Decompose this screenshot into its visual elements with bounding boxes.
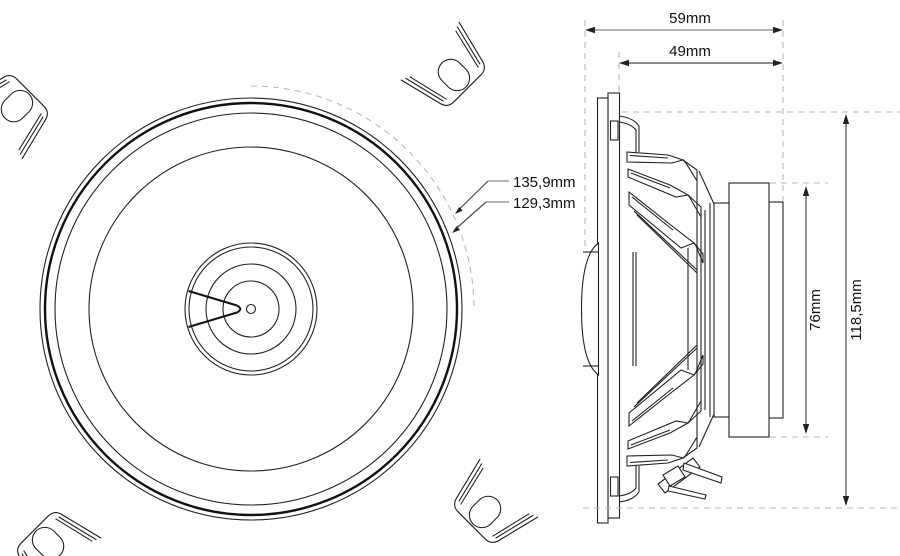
mounting-tab-top-right (0, 75, 48, 160)
magnet-rear-plate (768, 201, 784, 419)
spade-terminal (682, 462, 723, 484)
dimension-diameter-rim: 129,3mm (452, 195, 576, 233)
rim-outer-circle (39, 97, 463, 521)
overall-diameter-dashed-arc (250, 85, 475, 310)
dimension-depth-mounting: 49mm (619, 43, 783, 67)
mounting-tab-bottom-left (454, 458, 539, 543)
center-wedge-pointer (188, 290, 242, 328)
dimension-diameter-outer: 135,9mm (455, 174, 576, 214)
dimension-height-total: 118,5mm (842, 114, 865, 506)
dim-label-76mm: 76mm (807, 289, 824, 331)
surround-bulge (580, 241, 600, 377)
magnet-front-plate (713, 202, 730, 418)
dim-label-49mm: 49mm (669, 43, 711, 60)
dust-cap (184, 242, 318, 376)
dim-label-59mm: 59mm (669, 10, 711, 27)
flange-front-gasket (596, 97, 609, 524)
front-view (0, 21, 539, 556)
dim-label-118-5mm: 118,5mm (848, 279, 865, 340)
dim-label-129-3mm: 129,3mm (513, 195, 576, 212)
basket-upper-half (618, 115, 715, 309)
flange-clip-bottom (609, 476, 619, 497)
side-view (580, 92, 784, 524)
dimension-height-magnet: 76mm (802, 186, 824, 434)
terminal-pin (667, 485, 707, 500)
mounting-tab-bottom-right (400, 21, 485, 106)
screw-hole (468, 495, 502, 529)
surround-inner-circle (88, 146, 414, 472)
reference-lines (583, 20, 900, 509)
terminal-assembly (657, 457, 723, 500)
screw-hole (0, 89, 34, 123)
center-hole (245, 303, 257, 315)
magnet-ring (728, 182, 770, 438)
rim-heavy-circle (43, 101, 459, 517)
mounting-tab-top-left (17, 512, 102, 556)
dimension-depth-total: 59mm (585, 10, 783, 34)
screw-hole (31, 526, 65, 556)
flange-inner-circle (54, 112, 448, 506)
mounting-flange (580, 92, 621, 524)
screw-hole (437, 58, 471, 92)
dim-label-135-9mm: 135,9mm (513, 174, 576, 191)
flange-clip-top (609, 120, 619, 141)
magnet-assembly (704, 182, 784, 438)
flange-rear-plate (607, 92, 621, 519)
